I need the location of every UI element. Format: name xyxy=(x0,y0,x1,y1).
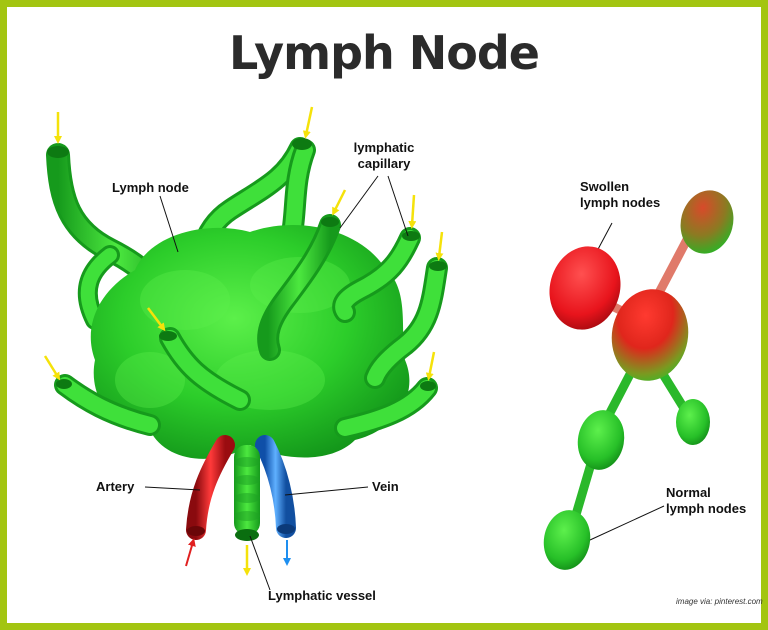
vein xyxy=(255,435,296,538)
lymphatic-vessel xyxy=(234,445,260,541)
vein-opening xyxy=(277,524,295,534)
lymph-node-body xyxy=(90,225,410,459)
label-normal-1: Normal xyxy=(666,485,711,500)
normal-node-2 xyxy=(676,399,710,445)
label-vein: Vein xyxy=(372,479,399,494)
normal-node-3 xyxy=(543,510,591,570)
swollen-node-top xyxy=(680,190,734,254)
lymph-flow-arrows xyxy=(43,106,444,576)
swollen-node-red xyxy=(549,246,621,330)
label-lymph-node: Lymph node xyxy=(112,180,189,195)
artery-opening xyxy=(187,526,205,536)
artery-flow-arrow xyxy=(185,538,196,567)
page-title: Lymph Node xyxy=(228,26,540,80)
lymphatic-capillaries-front xyxy=(54,214,448,439)
capillary-openings xyxy=(47,138,447,391)
swollen-node-large xyxy=(611,289,689,381)
label-lymphatic-capillary-2: capillary xyxy=(358,156,412,171)
label-normal-2: lymph nodes xyxy=(666,501,746,516)
normal-node-1 xyxy=(577,410,625,470)
label-swollen-2: lymph nodes xyxy=(580,195,660,210)
label-artery: Artery xyxy=(96,479,135,494)
leader-lines xyxy=(144,175,665,591)
image-credit: image via: pinterest.com xyxy=(676,597,763,606)
label-lymphatic-vessel: Lymphatic vessel xyxy=(268,588,376,603)
artery xyxy=(186,435,235,540)
label-swollen-1: Swollen xyxy=(580,179,629,194)
lymph-node-chain xyxy=(543,190,734,570)
label-lymphatic-capillary-1: lymphatic xyxy=(354,140,415,155)
